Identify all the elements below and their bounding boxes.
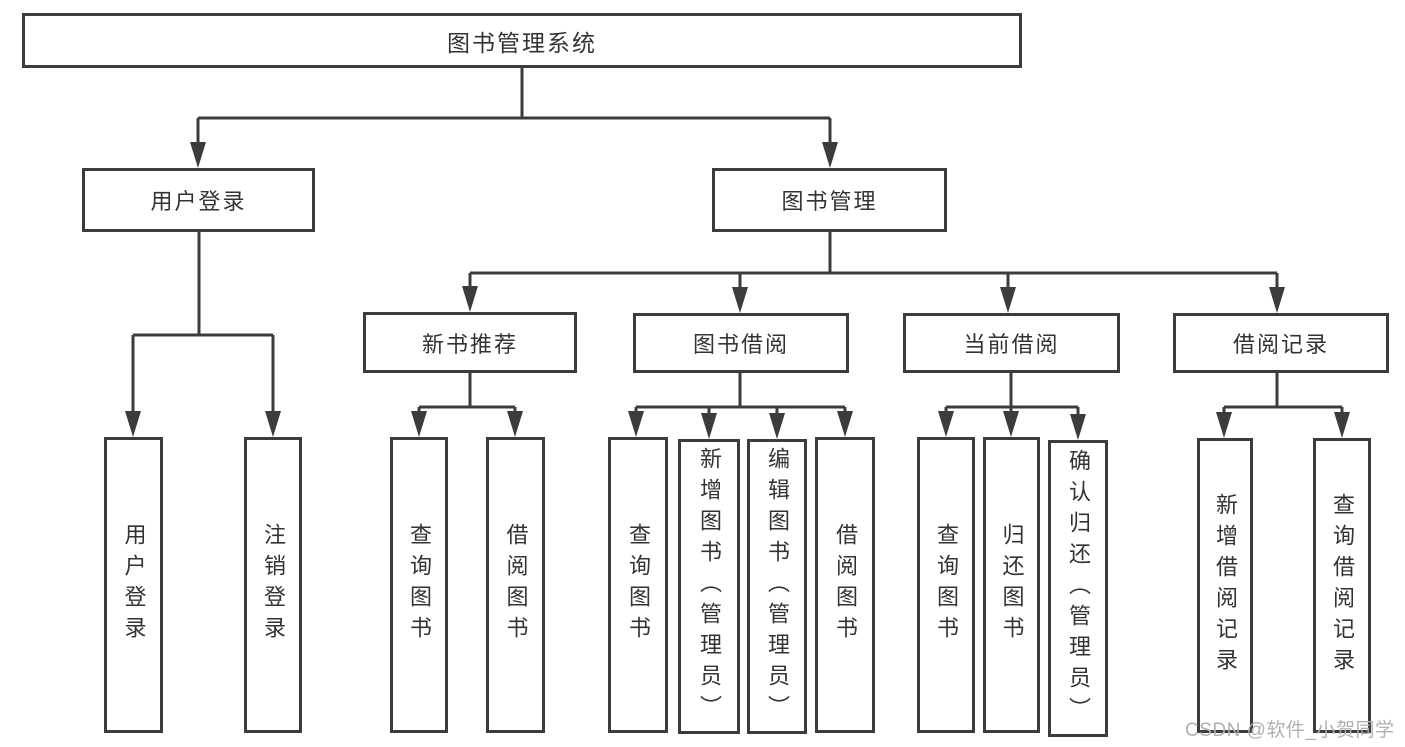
node-label: 图书管理	[781, 189, 878, 214]
leaf-label: 查询图书	[934, 523, 959, 647]
arrow-icon	[265, 411, 281, 437]
arrowheads	[125, 142, 1350, 440]
leaf-label: 用户登录	[121, 523, 147, 647]
connector-book-borrowing-to-leaves	[634, 373, 847, 415]
arrow-icon	[732, 287, 748, 313]
leaf-label: 编辑图书（管理员）	[765, 447, 790, 726]
leaf-label: 注销登录	[261, 523, 286, 647]
arrow-icon	[1000, 287, 1016, 313]
node-label: 图书管理系统	[447, 29, 597, 56]
leaf-label: 查询借阅记录	[1330, 492, 1355, 679]
node-user-login: 用户登录	[82, 168, 315, 232]
leaf-add-borrow-record: 新增借阅记录	[1197, 438, 1253, 733]
leaf-edit-book-admin: 编辑图书（管理员）	[747, 439, 807, 734]
arrow-icon	[938, 411, 954, 437]
node-label: 用户登录	[150, 189, 247, 214]
leaf-confirm-return-admin: 确认归还（管理员）	[1048, 440, 1108, 737]
node-book-management: 图书管理	[712, 168, 947, 232]
csdn-watermark: CSDN @软件_小贺同学	[1185, 720, 1395, 741]
arrow-icon	[837, 411, 853, 437]
node-borrowing-records: 借阅记录	[1173, 313, 1389, 373]
arrow-icon	[1269, 287, 1285, 313]
leaf-add-book-admin: 新增图书（管理员）	[678, 439, 740, 734]
leaf-borrow-books-recommend: 借阅图书	[486, 437, 545, 733]
connector-book-management-to-level3	[468, 232, 1279, 289]
node-current-borrowing: 当前借阅	[903, 313, 1120, 373]
leaf-return-books: 归还图书	[983, 437, 1040, 733]
arrow-icon	[411, 411, 427, 437]
node-library-management-system: 图书管理系统	[22, 13, 1022, 68]
node-label: 借阅记录	[1232, 332, 1329, 357]
arrow-icon	[822, 142, 838, 168]
leaf-label: 借阅图书	[503, 523, 529, 647]
leaf-label: 新增图书（管理员）	[697, 447, 722, 726]
leaf-label: 确认归还（管理员）	[1066, 449, 1091, 728]
connector-root-to-level2	[196, 68, 832, 144]
leaf-logout: 注销登录	[244, 437, 302, 733]
leaf-query-borrow-record: 查询借阅记录	[1313, 438, 1371, 733]
arrow-icon	[125, 411, 141, 437]
arrow-icon	[507, 411, 523, 437]
arrow-icon	[1216, 412, 1232, 438]
arrow-icon	[628, 411, 644, 437]
arrow-icon	[1003, 411, 1019, 437]
node-label: 新书推荐	[421, 331, 518, 357]
leaf-query-books-recommend: 查询图书	[390, 437, 448, 733]
leaf-user-login: 用户登录	[104, 437, 163, 733]
connector-user-login-to-leaves	[131, 232, 275, 413]
leaf-label: 查询图书	[407, 523, 432, 647]
leaf-label: 查询图书	[626, 523, 651, 647]
arrow-icon	[190, 142, 206, 168]
arrow-icon	[701, 413, 717, 439]
leaf-label: 新增借阅记录	[1213, 492, 1238, 679]
arrow-icon	[1070, 414, 1086, 440]
arrow-icon	[1334, 412, 1350, 438]
node-label: 当前借阅	[963, 332, 1060, 357]
leaf-label: 归还图书	[999, 523, 1025, 647]
arrow-icon	[462, 286, 478, 312]
connector-new-book-to-leaves	[417, 373, 517, 413]
leaf-borrow-books-borrowing: 借阅图书	[815, 437, 875, 733]
connector-current-borrowing-to-leaves	[944, 373, 1080, 416]
arrow-icon	[769, 413, 785, 439]
leaf-label: 借阅图书	[833, 523, 858, 647]
leaf-query-books-borrowing: 查询图书	[608, 437, 668, 733]
leaf-query-books-current: 查询图书	[917, 437, 975, 733]
connector-borrowing-records-to-leaves	[1222, 373, 1344, 414]
node-book-borrowing: 图书借阅	[633, 313, 849, 373]
node-label: 图书借阅	[692, 332, 789, 357]
node-new-book-recommendation: 新书推荐	[363, 312, 577, 373]
